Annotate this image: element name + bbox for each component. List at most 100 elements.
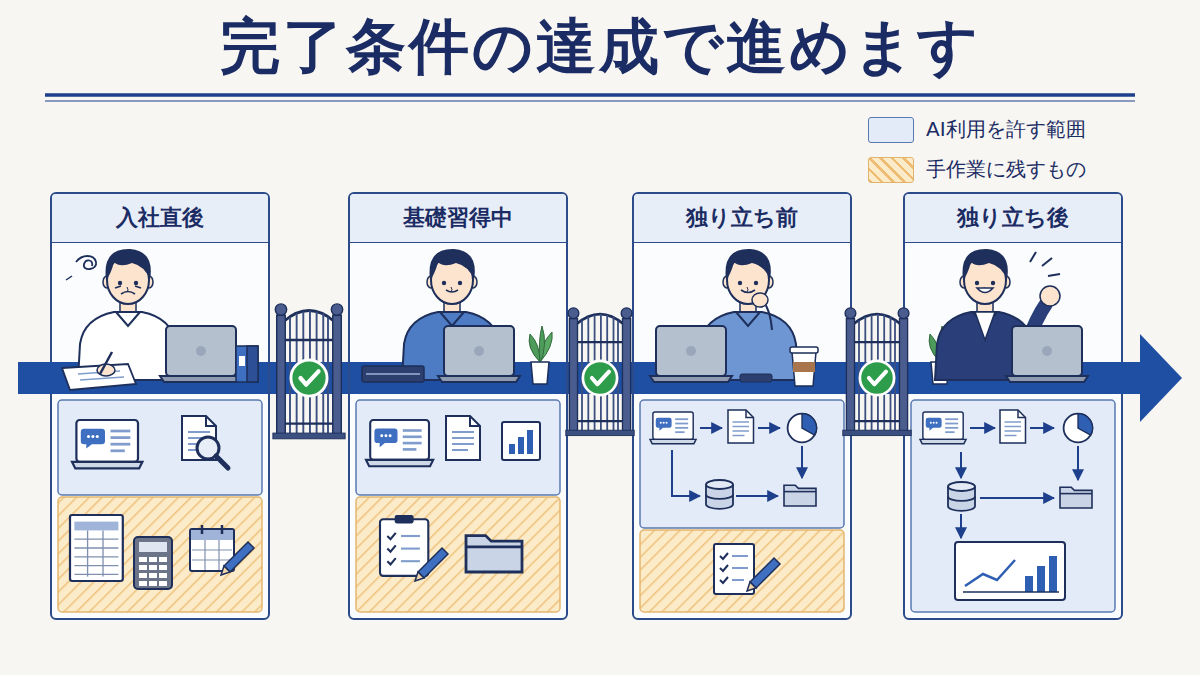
ai-zone-part: [356, 400, 560, 495]
ai-tasks-icons: [72, 410, 1093, 600]
newcomer-scene-part: [247, 346, 258, 382]
completion-gate-part: [273, 304, 345, 439]
manual-tasks-icons-part: [221, 542, 254, 575]
ai-tasks-icons-part: [1064, 414, 1093, 443]
newcomer-scene-part: [160, 326, 242, 382]
newcomer-scene-part: [97, 364, 115, 376]
ai-tasks-icons-part: [1000, 410, 1026, 443]
pre-independent-scene-part: [792, 352, 816, 386]
independent-scene-part: [1040, 286, 1060, 306]
stage-card: 基礎習得中: [348, 192, 568, 620]
manual-zone-part: [640, 530, 844, 612]
manual-zone-part: [58, 497, 262, 612]
title-rule: [45, 95, 1135, 101]
learner-scene: [362, 249, 552, 384]
ai-tasks-icons-part: [700, 427, 722, 429]
ai-tasks-icons-part: [706, 480, 733, 509]
ai-tasks-icons-part: [960, 514, 962, 538]
newcomer-scene-part: [236, 346, 258, 382]
newcomer-scene-part: [76, 256, 96, 269]
independent-scene-part: [1006, 326, 1088, 382]
legend-row: AI利用を許す範囲: [868, 116, 1086, 143]
progress-arrow-part: [905, 362, 1121, 394]
ai-tasks-icons-part: [650, 412, 696, 444]
progress-arrow-part: [1121, 362, 1143, 394]
stage-heading: 基礎習得中: [350, 194, 566, 243]
ai-tasks-icons-part: [948, 482, 975, 511]
manual-tasks-icons-part: [70, 515, 123, 581]
pre-independent-scene-part: [698, 249, 798, 380]
newcomer-scene-part: [121, 292, 135, 295]
pre-independent-scene-part: [790, 347, 818, 353]
progress-connector: [568, 362, 632, 394]
pre-independent-scene-part: [793, 362, 815, 372]
stage-card: 独り立ち後: [903, 192, 1123, 620]
ai-zone-part: [58, 400, 262, 495]
pre-independent-scene-part: [760, 298, 772, 330]
newcomer-scene-part: [115, 286, 121, 288]
newcomer-scene-part: [239, 356, 245, 366]
learner-scene-part: [446, 290, 458, 292]
ai-tasks-icons-part: [960, 452, 962, 478]
independent-scene-part: [1026, 304, 1046, 346]
independent-scene-part: [935, 249, 1035, 380]
ai-tasks-icons-part: [736, 495, 778, 497]
manual-zone: [58, 497, 844, 612]
ai-tasks-icons-part: [1077, 446, 1079, 480]
legend-label: 手作業に残すもの: [926, 156, 1086, 183]
legend-swatch: [868, 157, 914, 183]
legend-label: AI利用を許す範囲: [926, 116, 1086, 143]
newcomer-scene-part: [78, 249, 178, 380]
progress-connector: [852, 362, 903, 394]
ai-tasks-icons-part: [1060, 487, 1092, 508]
progress-arrow-part: [634, 362, 850, 394]
independent-scene-part: [1042, 258, 1052, 266]
ai-tasks-icons-part: [784, 485, 816, 506]
progress-arrow-part: [1140, 334, 1182, 422]
manual-tasks-icons: [70, 515, 780, 594]
progress-arrow-part: [52, 362, 268, 394]
title-rule-part: [45, 100, 1135, 101]
ai-tasks-icons-part: [970, 427, 995, 429]
newcomer-scene-part: [66, 276, 72, 280]
completion-gate-part: [843, 308, 911, 436]
ai-tasks-icons-part: [502, 422, 540, 460]
independent-scene-part: [929, 326, 952, 384]
newcomer-scene-part: [80, 377, 124, 380]
ai-tasks-icons-part: [980, 497, 1054, 499]
learner-scene-part: [529, 326, 552, 384]
stage-card: 独り立ち前: [632, 192, 852, 620]
pre-independent-scene-part: [740, 374, 772, 382]
independent-scene-part: [1030, 252, 1036, 262]
pre-independent-scene-part: [650, 326, 732, 382]
independent-scene-part: [1048, 274, 1060, 276]
newcomer-scene-part: [135, 286, 141, 288]
newcomer-scene-part: [62, 364, 136, 390]
legend-row: 手作業に残すもの: [868, 156, 1086, 183]
learner-scene-part: [402, 249, 502, 380]
newcomer-scene-part: [100, 352, 112, 374]
learner-scene-part: [366, 373, 420, 375]
independent-scene-part: [975, 312, 995, 340]
ai-tasks-icons-part: [788, 414, 817, 443]
ai-tasks-icons-part: [446, 416, 480, 460]
ai-tasks-icons-part: [1030, 427, 1054, 429]
newcomer-scene: [62, 249, 258, 390]
ai-zone-part: [911, 400, 1115, 612]
ai-tasks-icons-part: [672, 450, 700, 496]
pre-independent-scene-part: [741, 290, 755, 293]
ai-tasks-icons-part: [72, 420, 142, 468]
stage-heading: 独り立ち前: [634, 194, 850, 243]
progress-connector: [270, 362, 348, 394]
pre-independent-scene-part: [752, 293, 768, 307]
manual-tasks-icons-part: [466, 536, 522, 572]
completion-gate: [273, 304, 911, 439]
stage-heading: 独り立ち後: [905, 194, 1121, 243]
progress-arrow: [18, 334, 1182, 422]
newcomer-scene-part: [78, 371, 120, 374]
independent-scene-part: [977, 288, 993, 293]
manual-tasks-icons-part: [747, 558, 780, 591]
